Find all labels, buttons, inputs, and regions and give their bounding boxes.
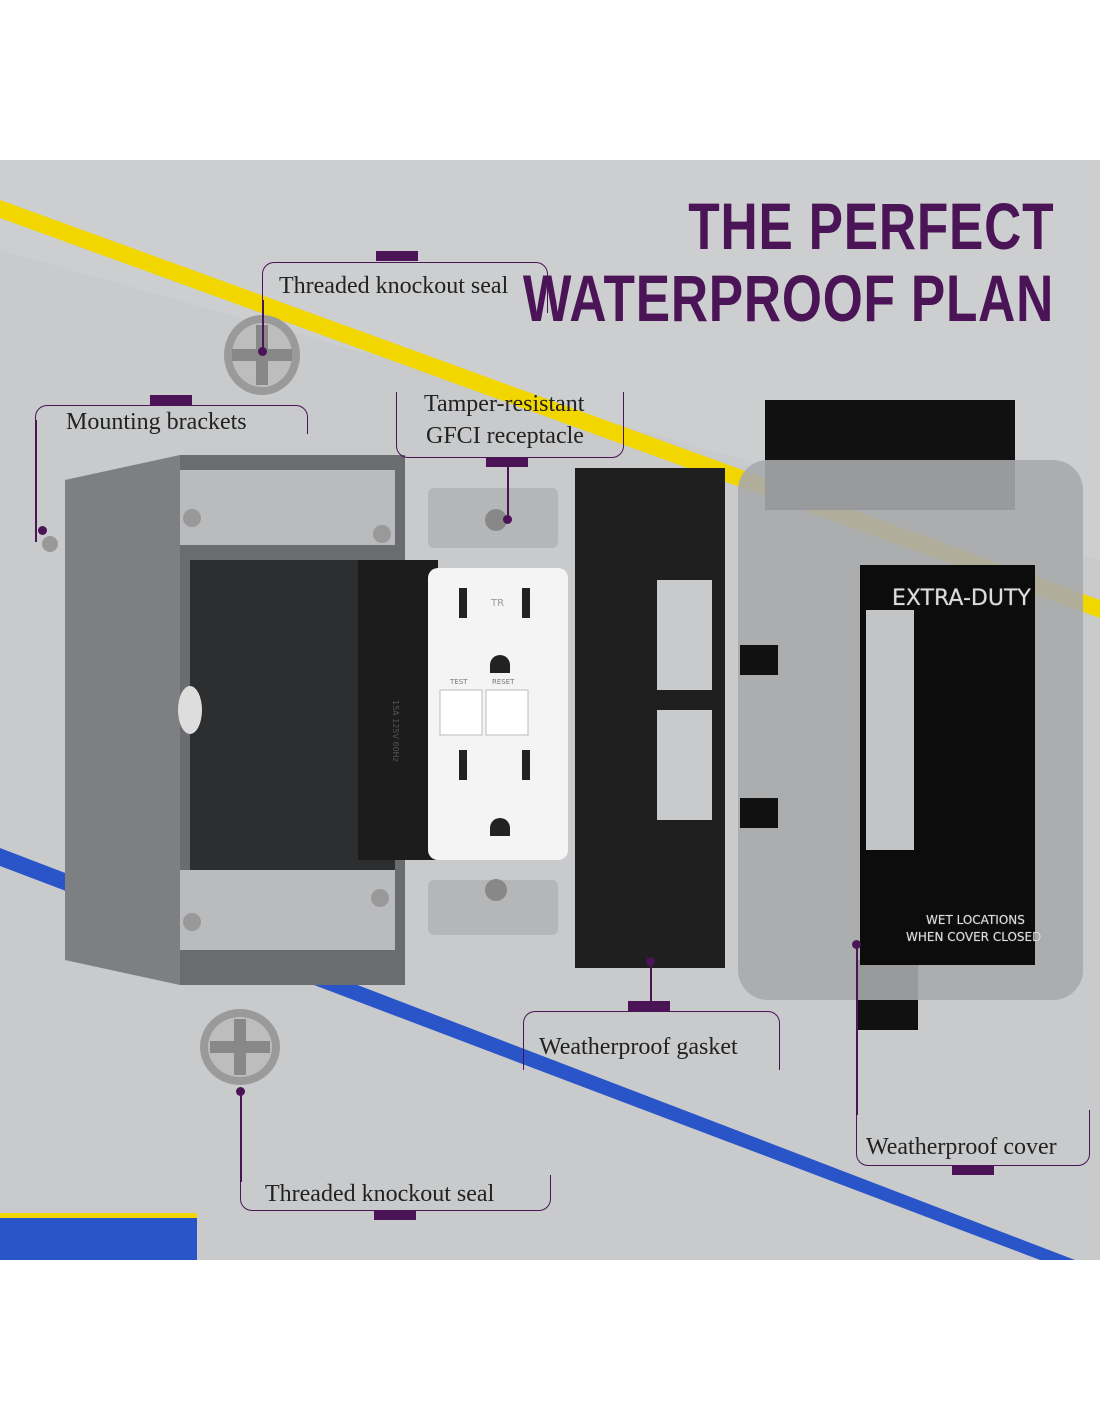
callout-dot [503,515,512,524]
callout-leader [856,945,858,1115]
cover-brand-marking: EXTRA-DUTY [892,586,1031,611]
callout-knockout-bottom: Threaded knockout seal [265,1181,495,1207]
callout-bracket [523,1011,780,1070]
weatherproof-cover [738,400,1083,1030]
electrical-box [42,455,405,985]
knockout-seal-bottom [200,1009,280,1085]
cover-notice-1: WET LOCATIONS [926,913,1025,927]
callout-leader [35,420,37,542]
receptacle-rating: 15A 125V 60Hz [391,700,400,762]
headline-line-1: THE PERFECT [687,189,1054,263]
callout-bracket [35,405,308,434]
callout-tab [150,395,192,405]
callout-tab [374,1210,416,1220]
callout-gfci-line-1: Tamper-resistant [424,391,585,417]
callout-tab [952,1165,994,1175]
gfci-receptacle [358,488,568,935]
callout-dot [852,940,861,949]
callout-bracket [262,262,548,313]
callout-dot [646,957,655,966]
callout-mounting-brackets: Mounting brackets [66,409,247,435]
test-button-label: TEST [450,678,468,686]
callout-knockout-top: Threaded knockout seal [279,273,509,299]
callout-weatherproof-gasket: Weatherproof gasket [539,1034,738,1060]
tr-marking: TR [491,598,505,609]
callout-gfci-line-2: GFCI receptacle [426,423,584,449]
callout-dot [258,347,267,356]
callout-dot [236,1087,245,1096]
callout-leader [240,1092,242,1182]
callout-leader [507,467,509,517]
callout-leader [262,300,264,352]
callout-tab [628,1001,670,1011]
headline-line-2: WATERPROOF PLAN [522,261,1054,335]
callout-leader [650,962,652,1002]
reset-button-label: RESET [492,678,515,686]
callout-dot [38,526,47,535]
weatherproof-gasket [575,468,725,968]
callout-weatherproof-cover: Weatherproof cover [866,1134,1057,1160]
blue-corner-block [0,1213,197,1260]
cover-notice-2: WHEN COVER CLOSED [906,930,1042,944]
callout-tab [376,251,418,261]
callout-tab [486,457,528,467]
